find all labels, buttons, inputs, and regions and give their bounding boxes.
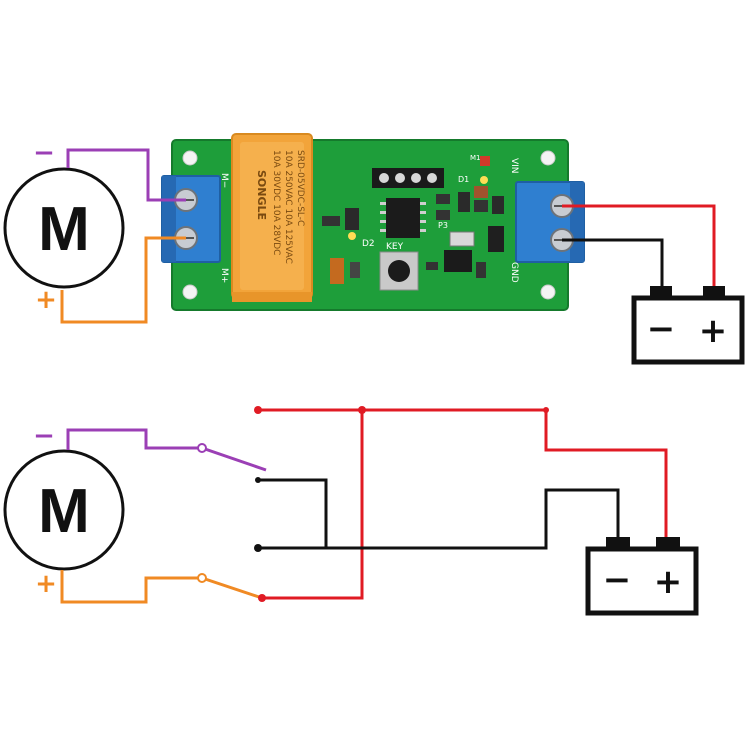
battery-bottom: − + xyxy=(585,537,699,616)
battery-top-minus: − xyxy=(647,309,676,349)
battery-bottom-pos-terminal xyxy=(656,537,680,549)
battery-top-plus: + xyxy=(699,311,728,351)
wire-motor-minus xyxy=(66,148,186,202)
relay-line-3: 10A 30VDC 10A 28VDC xyxy=(271,150,281,255)
label-vin: VIN xyxy=(509,158,519,174)
label-m1: M1 xyxy=(470,154,481,162)
motor-bottom: M − + xyxy=(3,421,125,599)
mount-hole xyxy=(540,150,556,166)
wire-vin xyxy=(562,204,716,290)
wire-purple-switch xyxy=(66,428,267,472)
switch-contacts xyxy=(197,406,549,602)
wire-gnd xyxy=(562,238,664,290)
motor-top-body xyxy=(3,167,125,289)
relay-line-4: SONGLE xyxy=(255,170,268,220)
label-m-plus: M+ xyxy=(219,268,229,283)
pivot-purple xyxy=(197,443,207,453)
pin-header xyxy=(372,168,444,188)
relay-line-1: SRD-05VDC-SL-C xyxy=(295,150,305,226)
battery-bottom-body xyxy=(585,546,699,616)
junction-red-top xyxy=(358,406,366,414)
schematic-wires xyxy=(60,408,668,604)
contact-black-no xyxy=(254,544,262,552)
mount-hole xyxy=(540,284,556,300)
label-p3: P3 xyxy=(438,221,448,230)
label-d2: D2 xyxy=(362,239,375,249)
ic-chip xyxy=(380,198,426,238)
contact-red-bottom xyxy=(258,594,266,602)
battery-top-neg-terminal xyxy=(650,286,672,298)
motor-bottom-body xyxy=(3,449,125,571)
wire-red-vertical xyxy=(262,410,364,600)
motor-top-plus: + xyxy=(35,285,57,315)
mount-hole xyxy=(182,150,198,166)
relay-line-2: 10A 250VAC 10A 125VAC xyxy=(283,150,293,264)
battery-top: − + xyxy=(631,286,745,365)
battery-bottom-neg-terminal xyxy=(606,537,630,549)
mount-hole xyxy=(182,284,198,300)
power-terminal-block xyxy=(515,181,585,263)
key-button xyxy=(379,251,419,291)
relay-module-board: M− M+ SRD-05VDC-SL-C 10A 250VAC 10A 125V… xyxy=(161,133,585,311)
motor-top: M − + xyxy=(3,138,125,315)
motor-terminal-block xyxy=(161,175,221,263)
motor-bottom-minus: − xyxy=(33,421,55,451)
battery-top-pos-terminal xyxy=(703,286,725,298)
label-d1: D1 xyxy=(458,175,469,184)
top-wires xyxy=(60,148,716,324)
wire-orange-switch xyxy=(60,570,263,604)
label-m-minus: M− xyxy=(219,173,229,188)
motor-top-letter: M xyxy=(38,195,90,264)
battery-bottom-plus: + xyxy=(654,562,683,602)
wire-motor-plus xyxy=(60,236,186,324)
smd-components xyxy=(322,156,504,284)
pivot-orange xyxy=(197,573,207,583)
battery-top-body xyxy=(631,295,745,365)
label-gnd: GND xyxy=(509,262,519,283)
label-key: KEY xyxy=(386,242,404,252)
battery-bottom-minus: − xyxy=(603,560,632,600)
wire-red-top xyxy=(258,408,668,545)
junction-red-right xyxy=(543,407,549,413)
motor-top-minus: − xyxy=(33,138,55,168)
relay: SRD-05VDC-SL-C 10A 250VAC 10A 125VAC 10A… xyxy=(231,133,313,302)
wire-black-main xyxy=(258,488,620,550)
contact-red-top xyxy=(254,406,262,414)
motor-bottom-letter: M xyxy=(38,477,90,546)
motor-bottom-plus: + xyxy=(35,569,57,599)
contact-black-nc xyxy=(255,477,261,483)
wire-black-nc xyxy=(258,478,328,548)
